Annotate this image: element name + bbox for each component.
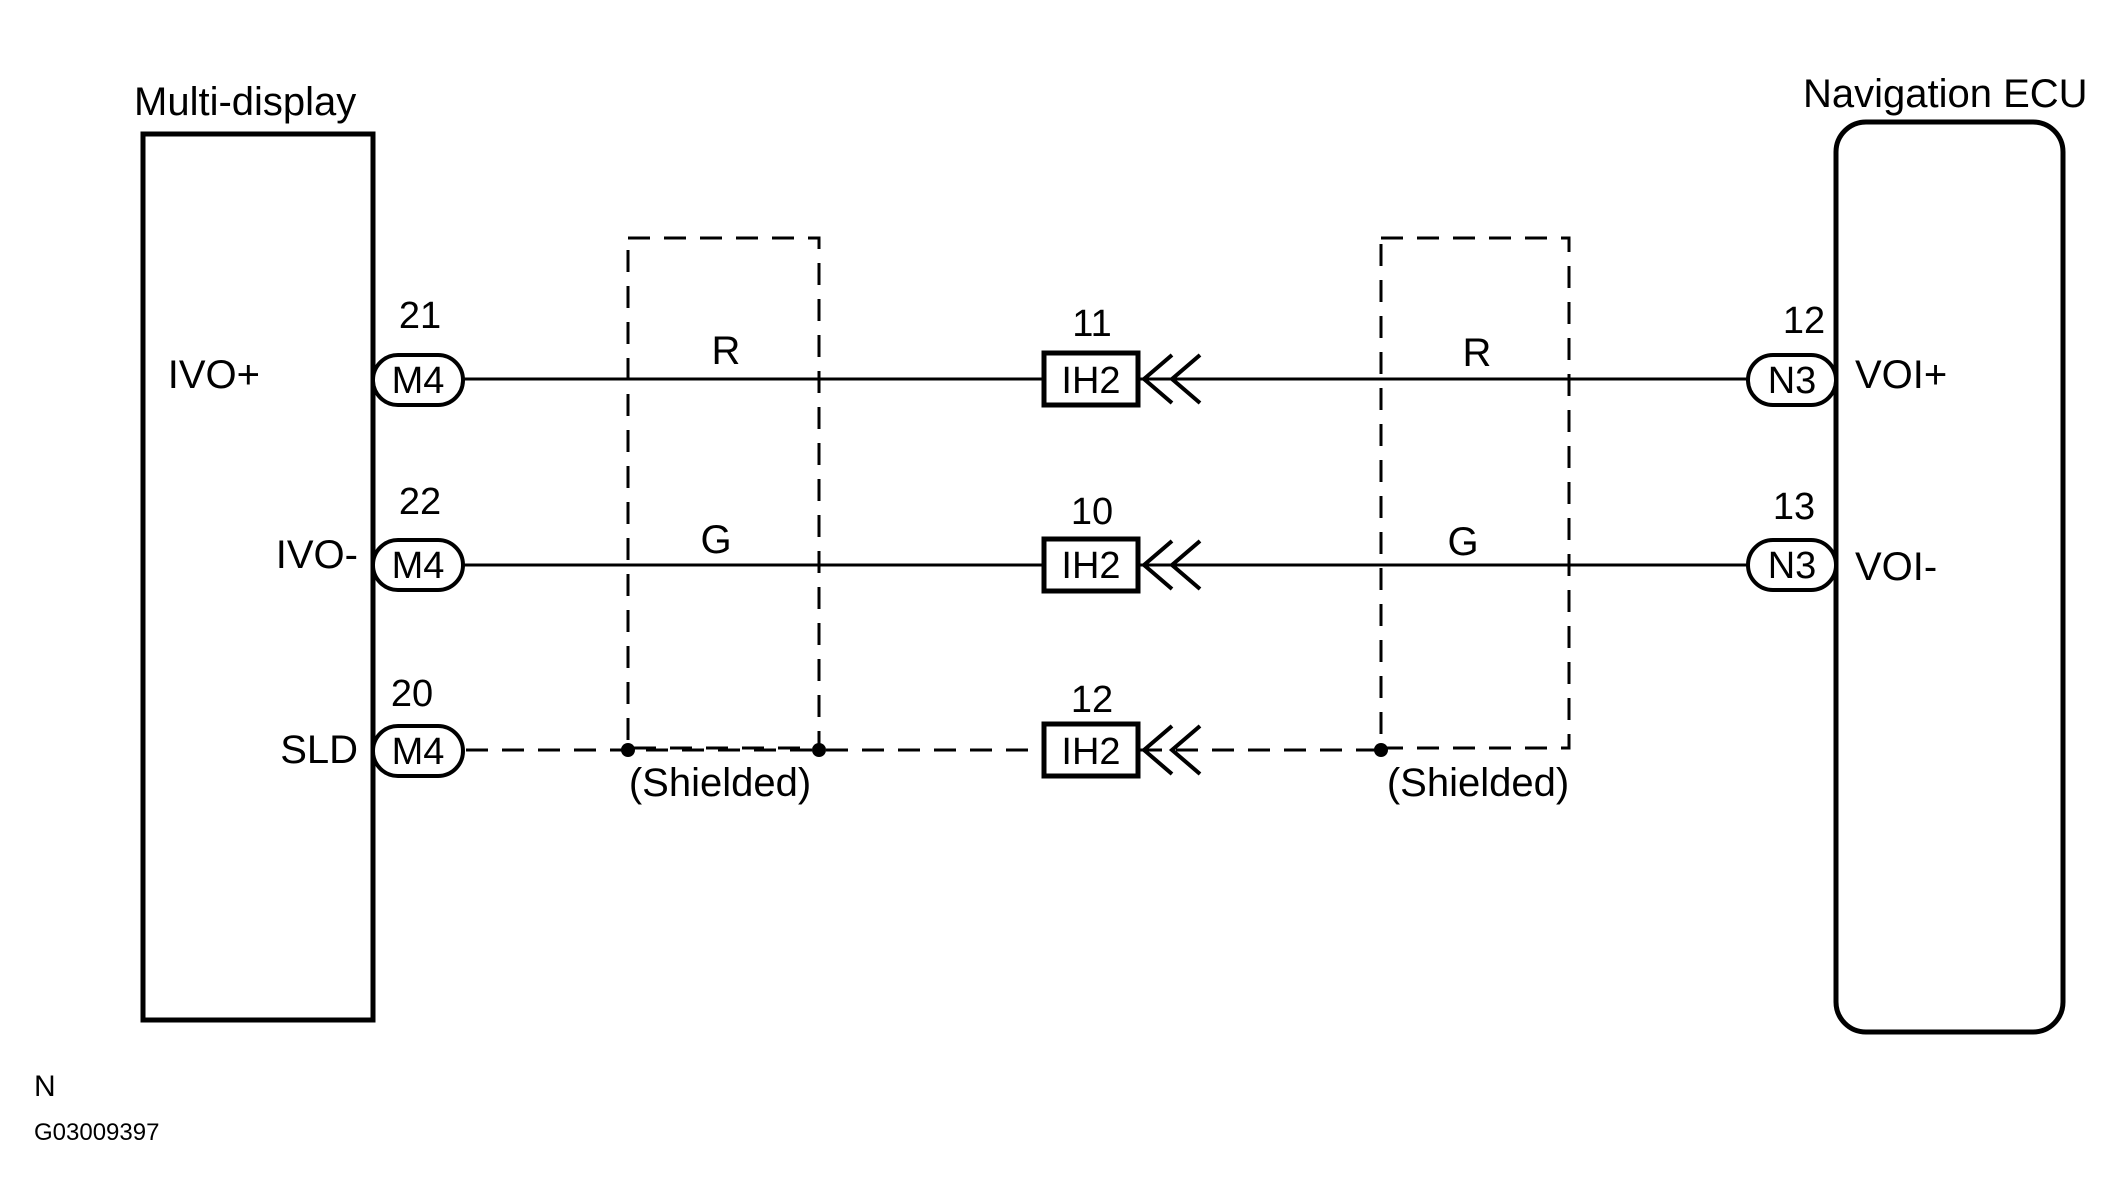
connector-ih2 (1041, 350, 1141, 408)
wire-color-g-right: G (1447, 520, 1478, 564)
shield-box-right (1379, 236, 1571, 750)
connector-ih2 (1041, 721, 1141, 779)
shielded-label-right: (Shielded) (1387, 761, 1569, 805)
inline-junction-chevron-icon (1140, 353, 1202, 405)
pin-12: 12 (1783, 300, 1825, 342)
multi-display-label: Multi-display (134, 80, 356, 124)
connector-n3 (1746, 538, 1838, 592)
pin-10: 10 (1071, 491, 1113, 533)
signal-ivo-plus: IVO+ (168, 353, 260, 397)
signal-voi-plus: VOI+ (1855, 353, 1947, 397)
wire-color-r-right: R (1463, 331, 1492, 375)
connector-m4 (371, 724, 465, 778)
figure-code: G03009397 (34, 1119, 159, 1146)
navigation-ecu-box (1833, 119, 2066, 1035)
signal-ivo-minus: IVO- (276, 533, 358, 577)
connector-n3-label: N3 (1768, 545, 1817, 587)
connector-m4-label: M4 (392, 545, 445, 587)
navigation-ecu-label: Navigation ECU (1803, 72, 2088, 116)
multi-display-box (140, 131, 376, 1023)
circuit-sld: SLD 20 M4 12 IH2 (280, 673, 1388, 779)
connector-m4-label: M4 (392, 731, 445, 773)
signal-voi-minus: VOI- (1855, 545, 1937, 589)
footer-letter: N (34, 1070, 56, 1103)
wire-color-r-left: R (712, 329, 741, 373)
connector-ih2-label: IH2 (1061, 545, 1120, 587)
pin-13: 13 (1773, 486, 1815, 528)
shield-junction-dot (812, 743, 826, 757)
connector-m4-label: M4 (392, 360, 445, 402)
inline-junction-chevron-icon (1140, 724, 1202, 776)
shield-junction-dot (621, 743, 635, 757)
inline-junction-chevron-icon (1140, 539, 1202, 591)
connector-ih2-label: IH2 (1061, 731, 1120, 773)
shield-box-left (626, 236, 821, 750)
connector-n3 (1746, 353, 1838, 407)
shield-junction-dot (1374, 743, 1388, 757)
connector-m4 (371, 538, 465, 592)
connector-n3-label: N3 (1768, 360, 1817, 402)
connector-ih2-label: IH2 (1061, 360, 1120, 402)
pin-21: 21 (399, 295, 441, 337)
pin-22: 22 (399, 481, 441, 523)
circuit-ivo-minus: IVO- 22 M4 G 10 IH2 G 13 N3 VOI- (276, 481, 1937, 594)
pin-12-sld: 12 (1071, 679, 1113, 721)
circuit-ivo-plus: IVO+ 21 M4 R 11 IH2 R 12 N3 VOI+ (168, 295, 1947, 408)
connector-m4 (371, 353, 465, 407)
signal-sld: SLD (280, 728, 358, 772)
connector-ih2 (1041, 536, 1141, 594)
pin-20: 20 (391, 673, 433, 715)
wire-color-g-left: G (700, 518, 731, 562)
shielded-label-left: (Shielded) (629, 761, 811, 805)
pin-11: 11 (1072, 303, 1111, 345)
